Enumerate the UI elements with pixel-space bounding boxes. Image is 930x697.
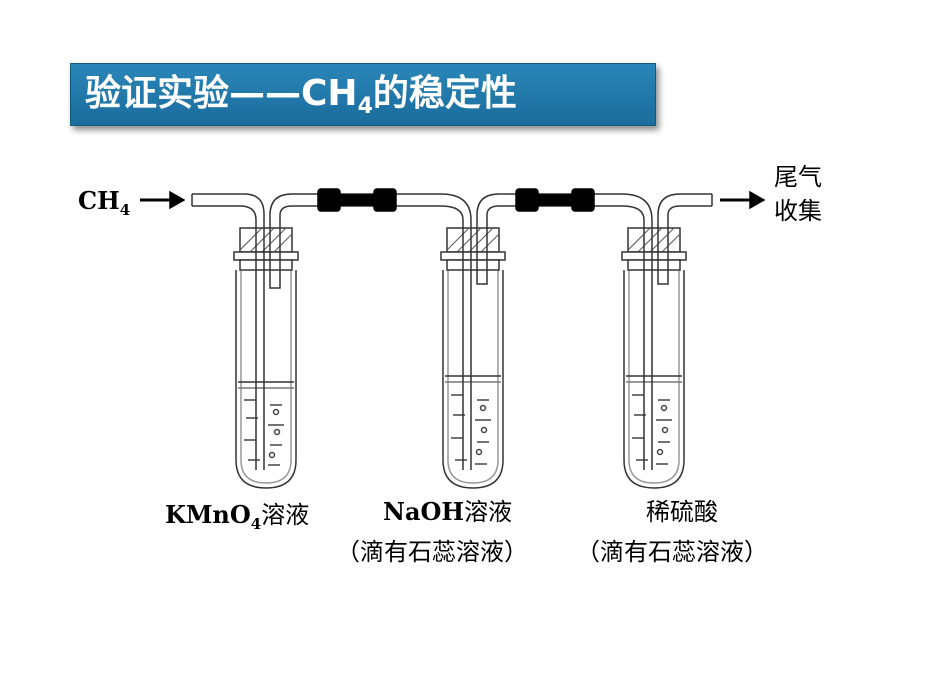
tube1-subscript: 4 [250, 514, 262, 533]
test-tube-2 [440, 215, 506, 489]
tube3-suffix: 稀硫酸 [646, 498, 718, 526]
inlet-formula: CH [78, 186, 120, 215]
tube2-note: （滴有石蕊溶液） [336, 538, 528, 566]
test-tube-1 [233, 215, 299, 489]
tube2-label: NaOH溶液 [383, 492, 512, 527]
tube1-formula: KMnO [165, 500, 251, 529]
tube1-label: KMnO4溶液 [165, 495, 309, 533]
outlet-line1: 尾气 [774, 163, 822, 191]
title-prefix: 验证实验——CH [85, 73, 358, 114]
page-title: 验证实验——CH4的稳定性 [85, 68, 517, 125]
inlet-label: CH4 [78, 186, 130, 219]
title-banner: 验证实验——CH4的稳定性 [70, 63, 656, 126]
inlet-subscript: 4 [119, 200, 131, 219]
gas-pipes [191, 193, 713, 228]
test-tube-3 [621, 215, 687, 489]
outlet-line2: 收集 [774, 197, 822, 225]
rubber-connectors [317, 188, 595, 212]
outlet-arrow [720, 190, 766, 210]
tube1-suffix: 溶液 [261, 501, 310, 529]
inlet-arrow [140, 190, 186, 210]
tube3-label: 稀硫酸 [646, 492, 718, 527]
title-subscript: 4 [357, 94, 373, 119]
tube2-formula: NaOH [383, 497, 465, 526]
outlet-label: 尾气 收集 [774, 160, 822, 228]
tube2-suffix: 溶液 [464, 498, 513, 526]
title-suffix: 的稳定性 [372, 73, 517, 114]
tube3-note: （滴有石蕊溶液） [576, 538, 768, 566]
